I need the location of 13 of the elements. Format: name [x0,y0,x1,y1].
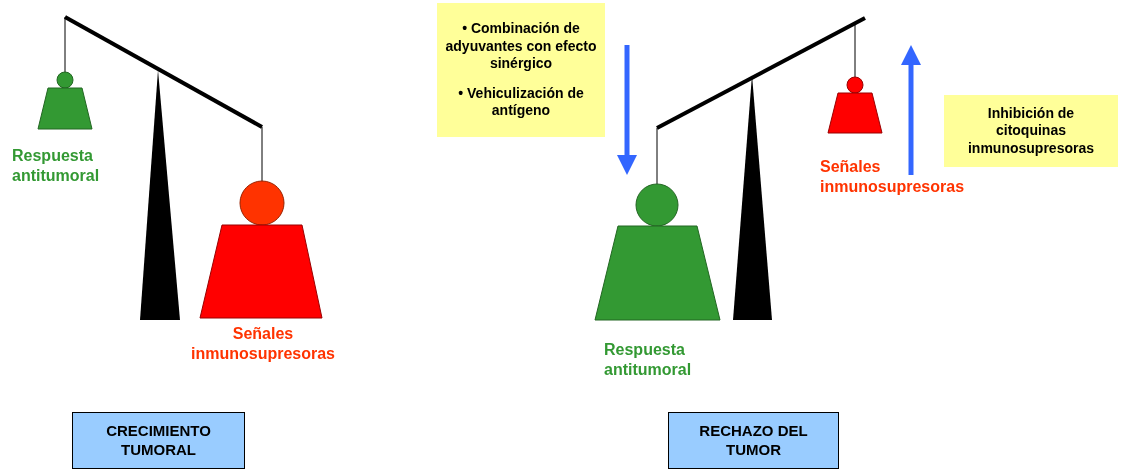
weight-label: Respuesta antitumoral [604,340,693,380]
weight-label: Señales inmunosupresoras [820,157,966,197]
box-text: Inhibición de citoquinas inmunosupresoras [967,104,1095,158]
box-text: • Vehiculización de antígeno [457,84,585,120]
weight-label: Respuesta antitumoral [12,146,101,186]
title-box [668,412,839,469]
box-text: • Combinación de adyuvantes con efecto sinérgico [445,20,597,73]
note-box [944,95,1118,167]
box-text: CRECIMIENTO TUMORAL [105,421,212,460]
title-box [72,412,245,469]
weight-label: Señales inmunosupresoras [190,324,336,364]
note-box [437,3,605,137]
box-text: RECHAZO DEL TUMOR [698,421,809,460]
